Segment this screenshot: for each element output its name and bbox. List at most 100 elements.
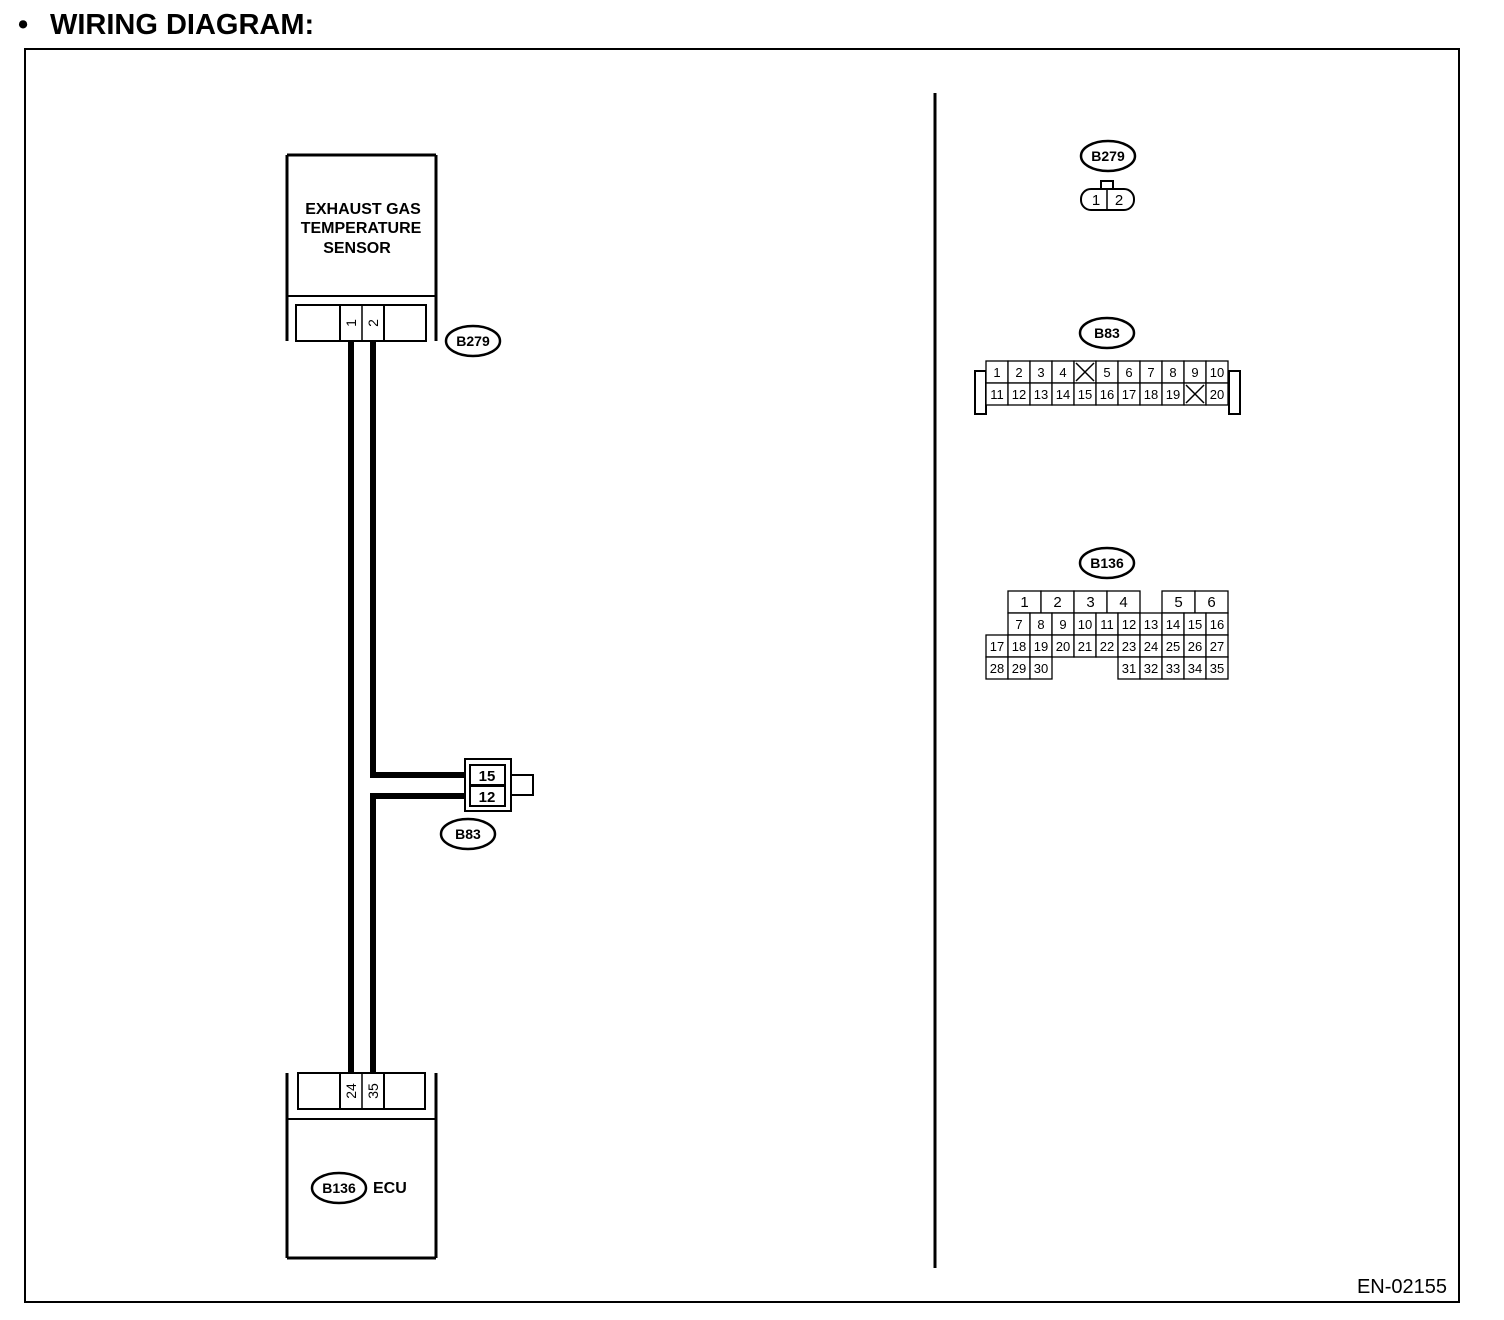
b136-pin-cell: 1 [1007,590,1042,614]
b136-pin-cell-label: 10 [1078,617,1092,632]
exhaust-gas-temperature-sensor: EXHAUST GAS TEMPERATURE SENSOR [285,153,438,341]
b136-pin-cell: 17 [985,634,1009,658]
b136-pin-cell: 27 [1205,634,1229,658]
b136-pin-cell-label: 3 [1086,594,1094,611]
sensor-pin-2: 2 [365,319,381,327]
b279-view-label: B279 [1091,148,1125,164]
b279-view-pin-1: 1 [1092,192,1100,209]
b83-pin-cell-label: 10 [1210,365,1224,380]
junction-pin-12: 12 [479,789,496,806]
b83-pin-cell-label: 6 [1125,365,1132,380]
ecu-pin-35: 35 [365,1083,381,1099]
connector-view-b279: B279 1 2 [1079,139,1137,211]
b136-pin-cell-label: 30 [1034,661,1048,676]
b136-pin-cell-label: 35 [1210,661,1224,676]
b83-pin-cell-label: 11 [990,387,1004,402]
b136-pin-cell: 6 [1194,590,1229,614]
sensor-label-line2: TEMPERATURE [301,220,422,237]
b136-pin-cell-label: 13 [1144,617,1158,632]
b136-pin-cell-label: 20 [1056,639,1070,654]
b136-pin-cell-label: 11 [1100,617,1114,632]
b83-pin-cell: 19 [1161,382,1185,406]
b136-pin-cell-label: 12 [1122,617,1136,632]
sensor-connector-strip: 1 2 [295,304,427,342]
b279-view-pin-2: 2 [1115,192,1123,209]
b136-pin-cell-label: 22 [1100,639,1114,654]
b136-pin-cell-label: 23 [1122,639,1136,654]
b136-pin-cell: 7 [1007,612,1031,636]
b136-pin-cell-label: 18 [1012,639,1026,654]
b83-pin-cell-label: 1 [993,365,1000,380]
figure-code: EN-02155 [1357,1276,1447,1298]
b83-pin-cell: 5 [1095,360,1119,384]
b136-pin-cell-label: 19 [1034,639,1048,654]
ecu-connector-badge [310,1171,368,1205]
b83-pin-cell: 10 [1205,360,1229,384]
b136-pin-cell-label: 28 [990,661,1004,676]
sensor-label-line1: EXHAUST GAS [305,201,421,218]
b83-pin-cell [1073,360,1097,384]
b83-pin-cell-label: 18 [1144,387,1158,402]
b136-pin-cell-label: 4 [1119,594,1127,611]
b83-pin-cell: 18 [1139,382,1163,406]
b83-pin-cell: 6 [1117,360,1141,384]
b136-pin-cell: 28 [985,656,1009,680]
b83-pin-cell: 20 [1205,382,1229,406]
b136-pin-cell-label: 5 [1174,594,1182,611]
b136-pin-cell: 13 [1139,612,1163,636]
b136-pin-cell: 29 [1007,656,1031,680]
b83-pin-cell-label: 8 [1169,365,1176,380]
b83-pin-cell-label: 2 [1015,365,1022,380]
b83-pin-cell: 1 [985,360,1009,384]
b136-pin-cell-label: 1 [1020,594,1028,611]
sensor-pin-1: 1 [343,319,359,327]
diagram-frame [24,48,1460,1303]
b136-pin-cell-label: 25 [1166,639,1180,654]
b136-pin-cell: 3 [1073,590,1108,614]
b136-pin-cell: 8 [1029,612,1053,636]
b83-pin-cell: 13 [1029,382,1053,406]
b136-pin-cell: 5 [1161,590,1196,614]
b83-pin-cell: 4 [1051,360,1075,384]
b136-pin-cell: 25 [1161,634,1185,658]
b136-pin-cell-label: 27 [1210,639,1224,654]
junction-connector-id: B83 [455,826,481,842]
b136-pin-cell: 35 [1205,656,1229,680]
b83-pin-cell-label: 12 [1012,387,1026,402]
b136-pin-cell: 22 [1095,634,1119,658]
junction-pin-15: 15 [479,768,496,785]
b136-pin-cell-label: 26 [1188,639,1202,654]
b83-pin-cell: 15 [1073,382,1097,406]
b136-pin-cell: 30 [1029,656,1053,680]
b136-pin-cell: 9 [1051,612,1075,636]
b83-pin-cell: 16 [1095,382,1119,406]
b83-pin-cell-label: 15 [1078,387,1092,402]
b136-pin-cell: 19 [1029,634,1053,658]
ecu-box: 24 35 B136 ECU [285,1072,438,1260]
b136-pin-cell: 4 [1106,590,1141,614]
b83-pin-cell: 8 [1161,360,1185,384]
b136-pin-cell: 14 [1161,612,1185,636]
b136-pin-cell: 33 [1161,656,1185,680]
b136-pin-cell-label: 17 [990,639,1004,654]
b136-pin-cell-label: 9 [1059,617,1066,632]
b83-pin-cell-label: 14 [1056,387,1070,402]
b83-pin-cell-label: 7 [1147,365,1154,380]
b136-pin-cell-label: 2 [1053,594,1061,611]
b136-pin-cell: 11 [1095,612,1119,636]
b83-pin-cell: 7 [1139,360,1163,384]
b83-pin-cell: 14 [1051,382,1075,406]
b83-pin-cell-label: 20 [1210,387,1224,402]
sensor-connector-badge: B279 [444,324,502,358]
b136-pin-cell-label: 32 [1144,661,1158,676]
b83-pin-cell-label: 16 [1100,387,1114,402]
page-title: WIRING DIAGRAM: [50,9,314,41]
b136-pin-cell-label: 34 [1188,661,1202,676]
b136-pin-cell: 2 [1040,590,1075,614]
b136-pin-cell: 31 [1117,656,1141,680]
b83-pin-cell-label: 9 [1191,365,1198,380]
ecu-label: ECU [373,1180,407,1197]
harness-wires [348,341,470,1073]
ecu-pin-24: 24 [343,1083,359,1099]
